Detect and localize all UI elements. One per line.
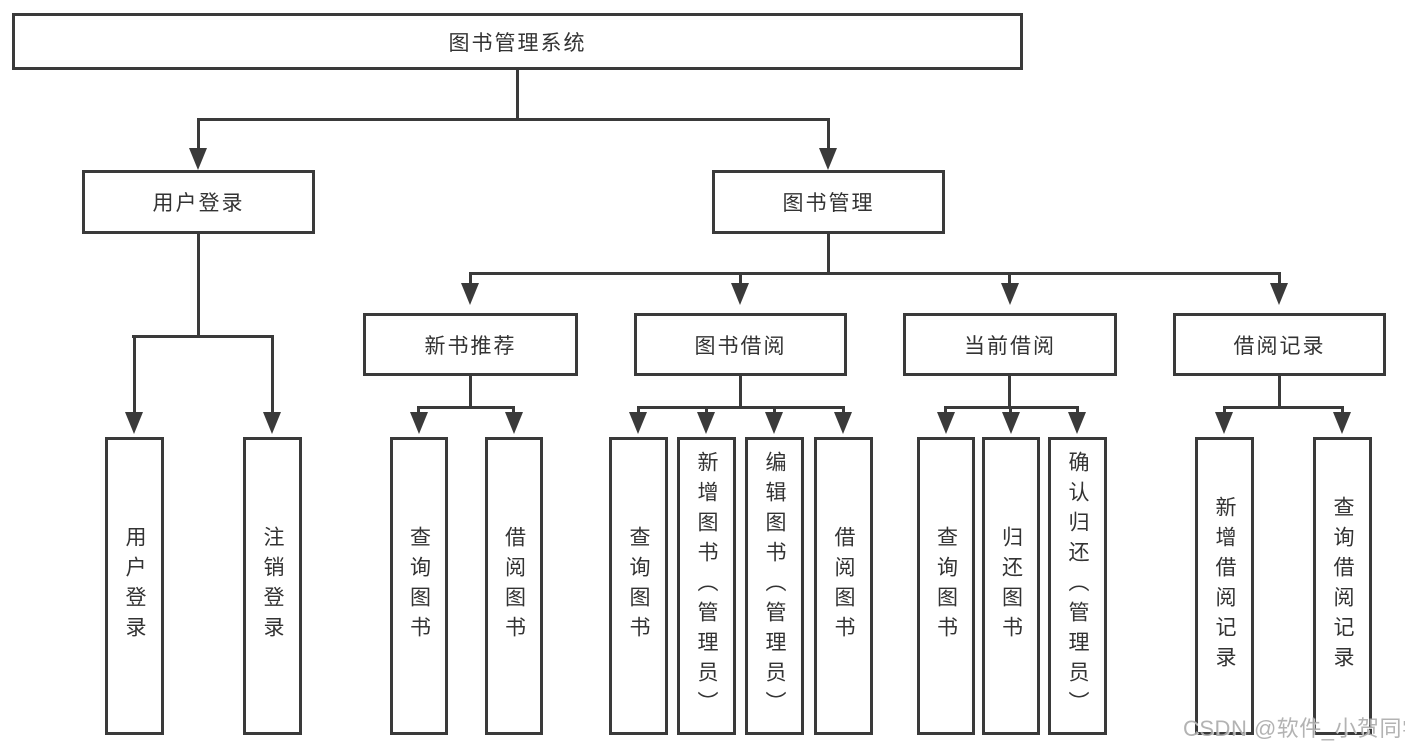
connector-root-trunk [516, 69, 519, 118]
node-user-login: 用户登录 [82, 170, 315, 234]
arrow-down-icon [1333, 412, 1351, 434]
node-borrow-records: 借阅记录 [1173, 313, 1386, 376]
node-root: 图书管理系统 [12, 13, 1023, 70]
arrow-down-icon [765, 412, 783, 434]
leaf-borrow-books-recommend-label: 借阅图书 [502, 526, 526, 646]
leaf-add-borrow-record-label: 新增借阅记录 [1213, 496, 1236, 676]
connector-borrow-trunk [739, 376, 742, 406]
arrow-down-icon [834, 412, 852, 434]
node-book-borrow-label: 图书借阅 [694, 334, 787, 358]
csdn-watermark: CSDN @软件_小贺同学 [1183, 716, 1405, 741]
connector-book-management-split [469, 272, 1281, 275]
connector-borrow-split [637, 406, 845, 409]
leaf-add-book-admin: 新增图书（管理员） [677, 437, 736, 735]
arrow-down-icon [189, 148, 207, 170]
node-book-borrow: 图书借阅 [634, 313, 847, 376]
connector-stem-current [1008, 275, 1011, 284]
arrow-down-icon [410, 412, 428, 434]
arrow-down-icon [1215, 412, 1233, 434]
arrow-down-icon [629, 412, 647, 434]
leaf-borrow-books-borrow: 借阅图书 [814, 437, 873, 735]
arrow-down-icon [125, 412, 143, 434]
connector-root-split [197, 118, 830, 121]
connector-user-login-split [132, 335, 274, 338]
arrow-down-icon [461, 283, 479, 305]
connector-user-login-trunk [197, 233, 200, 335]
arrow-down-icon [937, 412, 955, 434]
connector-recommend-trunk [469, 376, 472, 406]
arrow-down-icon [1068, 412, 1086, 434]
node-borrow-records-label: 借阅记录 [1233, 334, 1326, 358]
arrow-down-icon [263, 412, 281, 434]
connector-stem-records [1278, 275, 1281, 284]
arrow-down-icon [1270, 283, 1288, 305]
leaf-query-books-current-label: 查询图书 [934, 526, 958, 646]
connector-current-split [944, 406, 1079, 409]
leaf-query-borrow-record-label: 查询借阅记录 [1331, 496, 1354, 676]
connector-recommend-split [417, 406, 515, 409]
arrow-down-icon [731, 283, 749, 305]
leaf-borrow-books-recommend: 借阅图书 [485, 437, 543, 735]
leaf-query-borrow-record: 查询借阅记录 [1313, 437, 1372, 735]
connector-records-split [1223, 406, 1344, 409]
node-root-label: 图书管理系统 [448, 31, 587, 55]
leaf-logout: 注销登录 [243, 437, 302, 735]
leaf-edit-book-admin: 编辑图书（管理员） [745, 437, 804, 735]
arrow-down-icon [697, 412, 715, 434]
leaf-query-books-borrow-label: 查询图书 [627, 526, 650, 646]
leaf-confirm-return-admin-label: 确认归还（管理员） [1066, 451, 1089, 721]
leaf-user-login-label: 用户登录 [123, 526, 146, 646]
leaf-add-book-admin-label: 新增图书（管理员） [695, 451, 718, 721]
leaf-return-book: 归还图书 [982, 437, 1040, 735]
leaf-query-books-borrow: 查询图书 [609, 437, 668, 735]
leaf-query-books-recommend-label: 查询图书 [407, 526, 431, 646]
leaf-edit-book-admin-label: 编辑图书（管理员） [763, 451, 786, 721]
node-current-borrow-label: 当前借阅 [964, 334, 1056, 358]
leaf-confirm-return-admin: 确认归还（管理员） [1048, 437, 1107, 735]
connector-stem-recommend [469, 275, 472, 284]
connector-stem-leaf [271, 338, 274, 414]
leaf-return-book-label: 归还图书 [999, 526, 1023, 646]
node-book-management-label: 图书管理 [782, 192, 875, 215]
leaf-query-books-current: 查询图书 [917, 437, 975, 735]
node-new-book-recommend: 新书推荐 [363, 313, 578, 376]
connector-stem-borrow [739, 275, 742, 284]
connector-current-trunk [1008, 376, 1011, 406]
connector-records-trunk [1278, 376, 1281, 406]
connector-book-management-trunk [827, 233, 830, 272]
leaf-user-login: 用户登录 [105, 437, 164, 735]
arrow-down-icon [819, 148, 837, 170]
leaf-logout-label: 注销登录 [261, 526, 284, 646]
arrow-down-icon [1001, 283, 1019, 305]
leaf-query-books-recommend: 查询图书 [390, 437, 448, 735]
leaf-borrow-books-borrow-label: 借阅图书 [832, 526, 855, 646]
node-book-management: 图书管理 [712, 170, 945, 234]
connector-stem-user-login [197, 121, 200, 149]
arrow-down-icon [505, 412, 523, 434]
leaf-add-borrow-record: 新增借阅记录 [1195, 437, 1254, 735]
node-new-book-recommend-label: 新书推荐 [424, 334, 517, 358]
node-current-borrow: 当前借阅 [903, 313, 1117, 376]
connector-stem-book-management [827, 121, 830, 149]
connector-stem-leaf [133, 338, 136, 414]
arrow-down-icon [1002, 412, 1020, 434]
node-user-login-label: 用户登录 [152, 192, 245, 215]
